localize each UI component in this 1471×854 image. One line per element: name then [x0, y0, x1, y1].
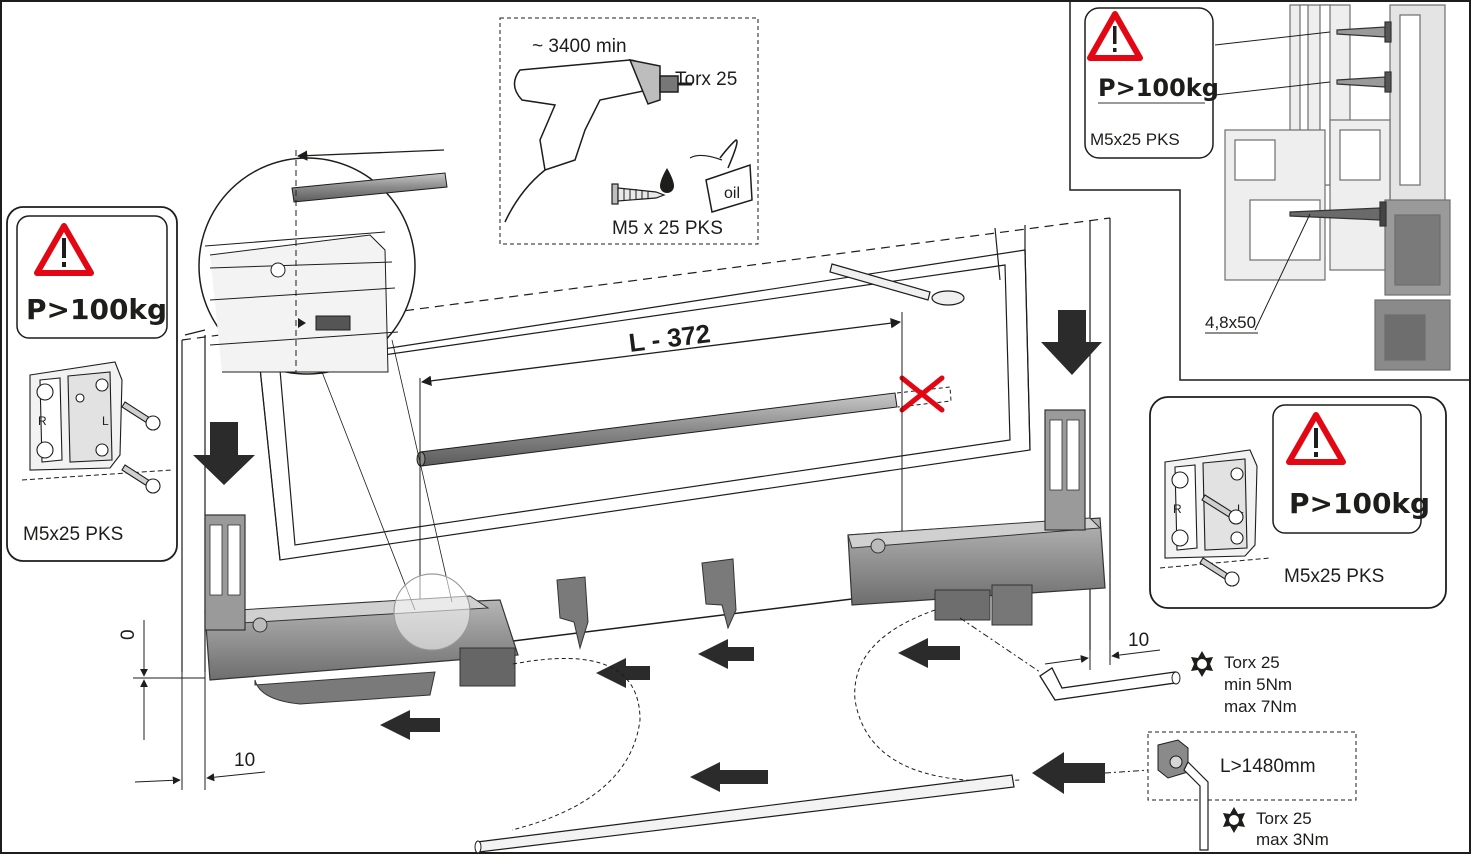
- torque-main: Torx 25 min 5Nm max 7Nm: [1191, 651, 1297, 716]
- bracket-mark-l: L: [1237, 502, 1244, 516]
- drill-icon: [504, 58, 692, 223]
- oil-drop-icon: [660, 168, 674, 193]
- oil-label: oil: [724, 185, 740, 202]
- hex-key-icon: [959, 617, 1181, 701]
- bottom-rod: [474, 774, 1015, 854]
- warning-triangle-icon: [34, 223, 94, 276]
- frame-screw-label: 4,8x50: [1205, 313, 1256, 332]
- warning-triangle-icon: [1087, 11, 1143, 61]
- dimension-label: L - 372: [627, 318, 712, 358]
- screw-icon: [1289, 21, 1392, 227]
- bracket-mark-l: L: [102, 414, 109, 428]
- cross-icon: [899, 375, 945, 413]
- right-gear-unit: [847, 409, 1106, 626]
- cross-section-panel: P>100kg M5x25 PKS 4,8x50: [1069, 1, 1470, 381]
- section-screw-label: M5x25 PKS: [1090, 130, 1180, 149]
- tool-screw-label: M5 x 25 PKS: [612, 218, 723, 239]
- left-warning-panel: P>100kg R L M5x25 PKS: [6, 206, 178, 562]
- vertical-offset-label: 0: [118, 629, 139, 640]
- left-screw-label: M5x25 PKS: [23, 524, 123, 545]
- down-arrow-icon: [193, 422, 255, 485]
- torx-icon: [1223, 807, 1245, 833]
- left-warning-label: P>100kg: [26, 293, 167, 326]
- detail-magnifier: [198, 149, 471, 651]
- bracket-illustration: [29, 361, 123, 471]
- bracket-mark-r: R: [1173, 502, 1182, 516]
- torque-bit-label: Torx 25: [1224, 653, 1280, 672]
- bit-label: Torx 25: [675, 69, 737, 90]
- torque-max-label: max 7Nm: [1224, 697, 1297, 716]
- dimension-l-372: L - 372: [419, 312, 903, 650]
- clamp-icon: [1157, 739, 1189, 779]
- right-warning-label: P>100kg: [1289, 487, 1430, 520]
- bracket-illustration: [1164, 449, 1258, 559]
- down-arrow-icon: [1041, 310, 1102, 375]
- warning-triangle-icon: [1286, 412, 1346, 465]
- connecting-rod: [416, 375, 952, 467]
- torque-min-label: min 5Nm: [1224, 675, 1292, 694]
- push-arrow-icon: [380, 638, 1105, 794]
- screw-icon: [1199, 494, 1244, 587]
- bracket-mark-r: R: [38, 414, 47, 428]
- right-warning-panel: P>100kg R L M5x25 PKS: [1149, 396, 1447, 609]
- screw-icon: [121, 401, 161, 494]
- offset-left-label: 10: [234, 750, 255, 771]
- length-bit-label: Torx 25: [1256, 809, 1312, 828]
- offset-right-label: 10: [1128, 630, 1149, 651]
- glazing-bar: [829, 263, 965, 306]
- length-max-label: max 3Nm: [1256, 830, 1329, 849]
- middle-keepers: [556, 558, 737, 650]
- length-note-label: L>1480mm: [1220, 756, 1316, 777]
- right-screw-label: M5x25 PKS: [1284, 566, 1384, 587]
- hex-key-icon: [1183, 760, 1209, 851]
- tool-box: ~ 3400 min Torx 25 oil M5 x 25 PKS: [499, 17, 759, 245]
- dimension-offset-right: 10: [1044, 610, 1161, 670]
- length-note-box: L>1480mm Torx 25 max 3Nm: [1147, 731, 1357, 851]
- drill-speed-label: ~ 3400 min: [532, 36, 627, 57]
- left-gear-unit: [204, 514, 519, 705]
- dimension-offsets: 0 10: [118, 620, 266, 790]
- section-warning-label: P>100kg: [1098, 74, 1219, 102]
- oil-can-icon: oil: [689, 139, 753, 213]
- screw-icon: [611, 183, 666, 205]
- torx-icon: [1191, 651, 1213, 677]
